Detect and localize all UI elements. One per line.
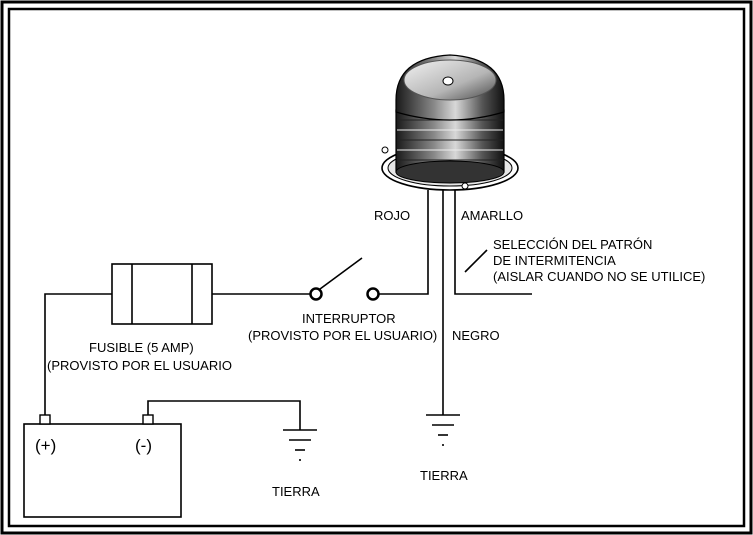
label-tierra-light: TIERRA <box>420 468 468 483</box>
label-amarillo: AMARLLO <box>461 208 523 223</box>
label-fusible-line2: (PROVISTO POR EL USUARIO <box>47 358 232 373</box>
label-fusible-line1: FUSIBLE (5 AMP) <box>89 340 194 355</box>
battery-icon <box>23 414 182 518</box>
label-interruptor-line2: (PROVISTO POR EL USUARIO) <box>248 328 437 343</box>
ground-icon-light <box>426 414 460 446</box>
switch-icon <box>309 257 380 301</box>
battery-positive-label: (+) <box>35 436 56 455</box>
wires <box>44 190 532 430</box>
label-pattern-line3: (AISLAR CUANDO NO SE UTILICE) <box>493 269 705 284</box>
label-interruptor-line1: INTERRUPTOR <box>302 311 396 326</box>
ground-icon-battery <box>283 429 317 461</box>
fuse-icon <box>111 263 213 325</box>
label-pattern-line2: DE INTERMITENCIA <box>493 253 616 268</box>
battery-negative-label: (-) <box>135 436 152 455</box>
label-rojo: ROJO <box>374 208 410 223</box>
label-tierra-battery: TIERRA <box>272 484 320 499</box>
label-negro: NEGRO <box>452 328 500 343</box>
label-pattern-line1: SELECCIÓN DEL PATRÓN <box>493 237 652 252</box>
beacon-light-icon <box>381 54 519 191</box>
